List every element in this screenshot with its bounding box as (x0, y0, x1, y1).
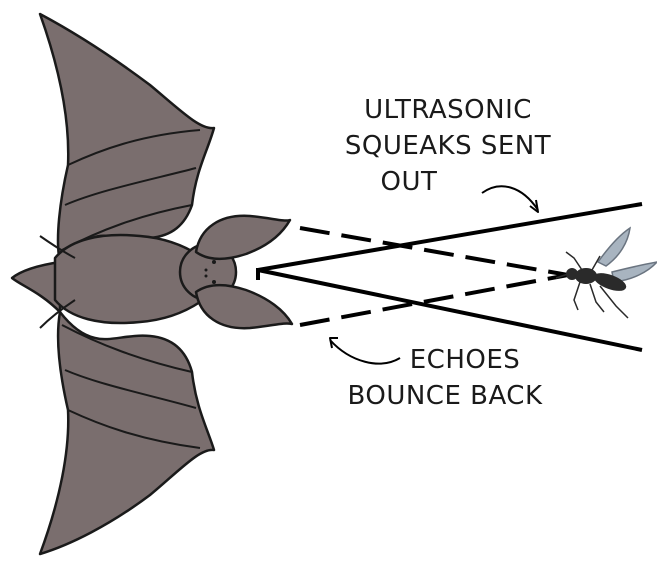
label-line: ULTRASONIC (338, 92, 558, 128)
echo-line-lower (300, 275, 568, 325)
label-line: BOUNCE BACK (330, 378, 560, 414)
label-line: ECHOES (330, 342, 560, 378)
label-echoes-bounce-back: ECHOES BOUNCE BACK (330, 342, 560, 414)
label-ultrasonic-squeaks: ULTRASONIC SQUEAKS SENT OUT (338, 92, 558, 200)
bat-illustration (12, 14, 292, 554)
label-line: OUT (338, 164, 558, 200)
bat-upper-wing (40, 14, 214, 262)
outgoing-line-upper (258, 204, 642, 270)
mosquito-wing (598, 228, 630, 266)
mosquito-illustration (556, 228, 657, 318)
label-line: SQUEAKS SENT (338, 128, 558, 164)
echo-line-upper (300, 228, 568, 275)
bat-ear-lower (196, 285, 292, 328)
bat-ear-upper (196, 216, 290, 259)
bat-tail (12, 262, 60, 312)
